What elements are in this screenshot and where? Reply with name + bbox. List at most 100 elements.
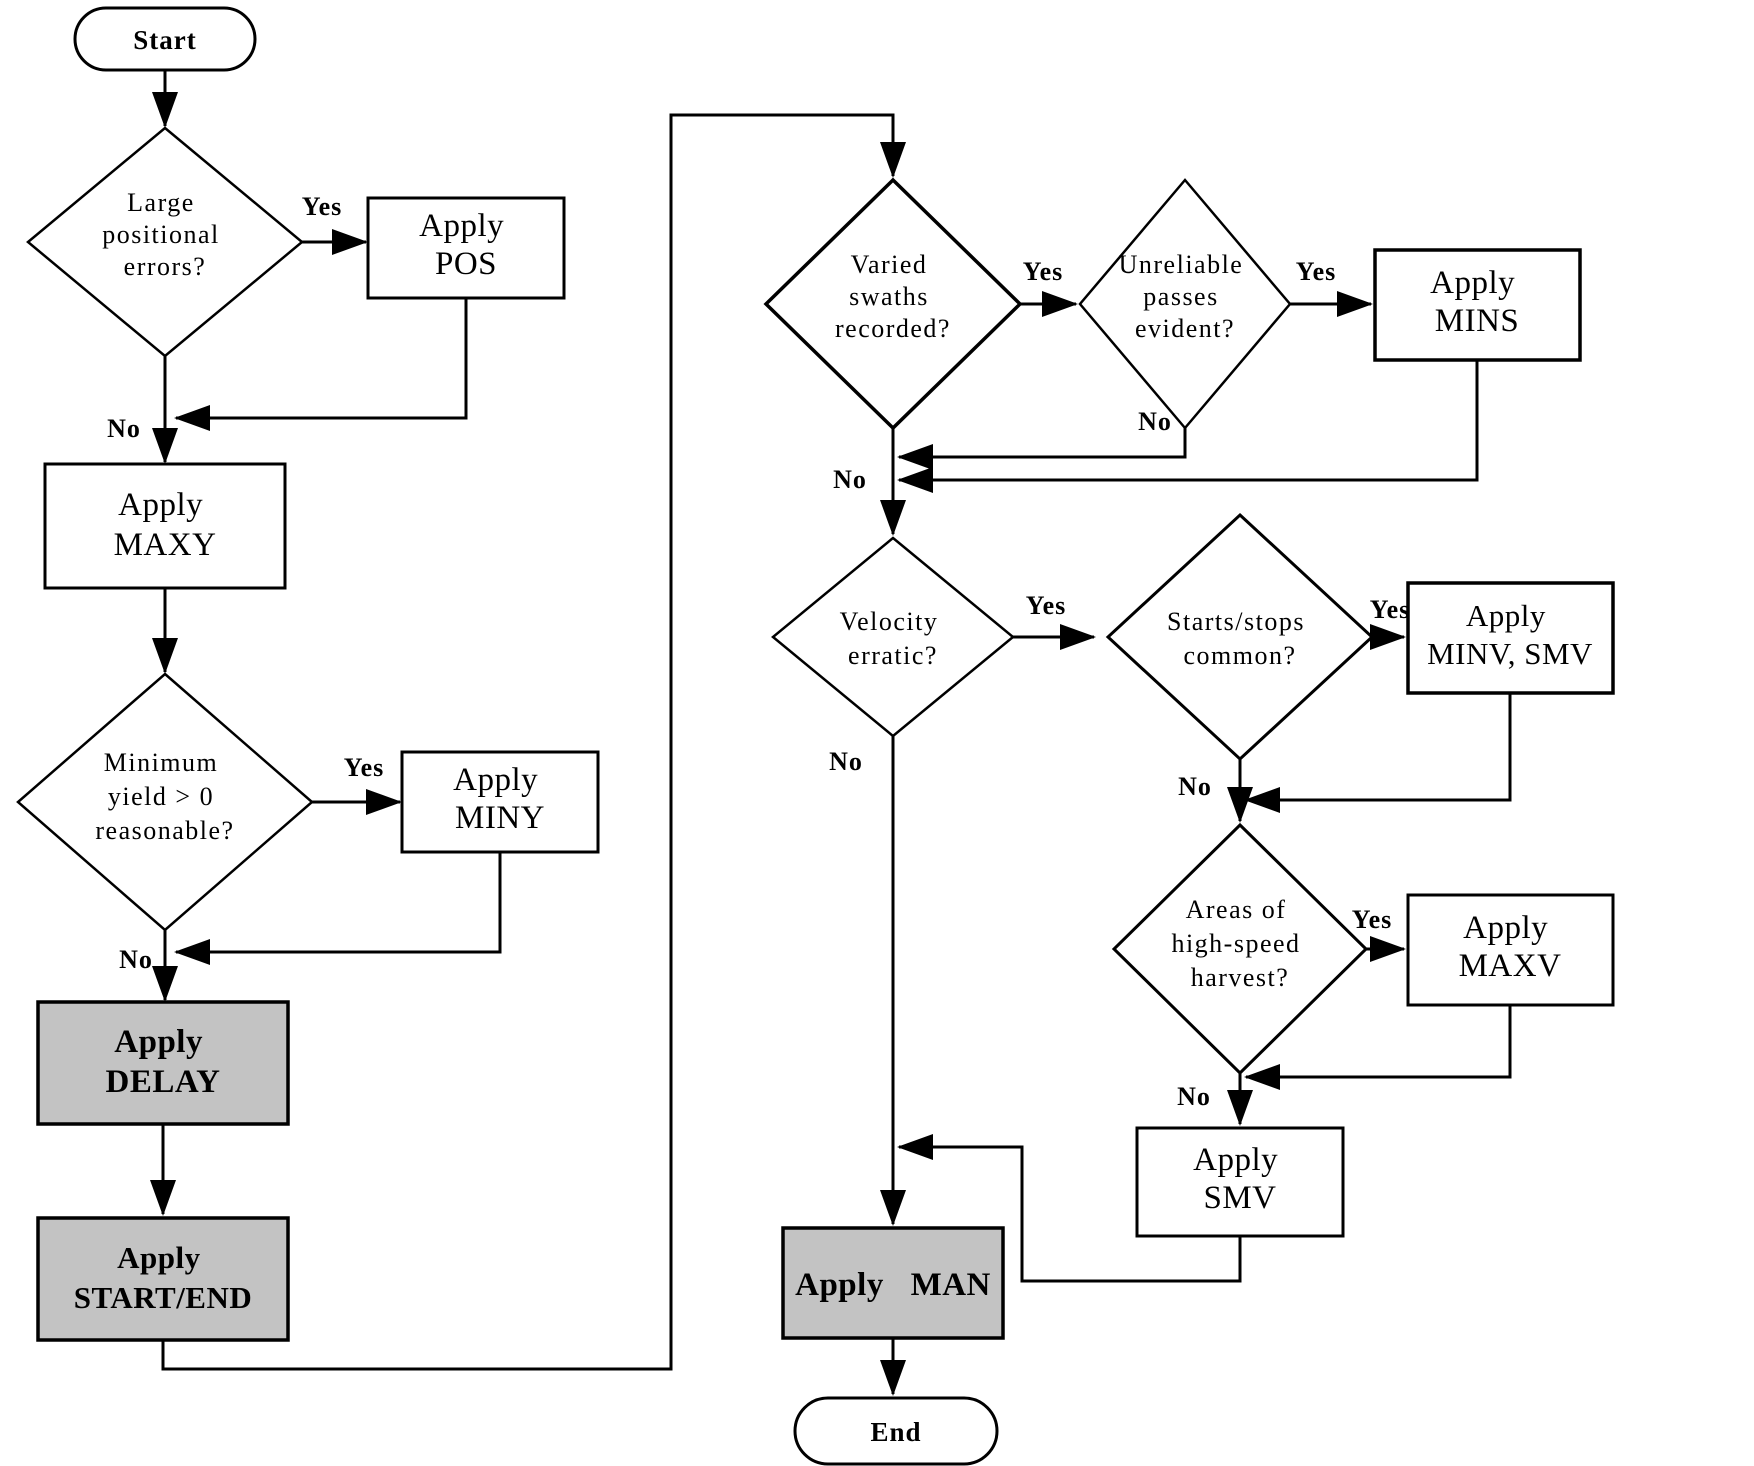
- edge-minvsmv-return: [1244, 693, 1512, 813]
- apply-delay-text: Apply DELAY: [106, 1024, 221, 1100]
- end-label: End: [870, 1417, 921, 1447]
- positional-errors-diamond: [26, 126, 304, 358]
- apply-maxy-line2: MAXY: [114, 527, 217, 563]
- node-apply-maxv: Apply MAXV: [1406, 893, 1615, 1007]
- label-velocity-no: No: [829, 747, 863, 776]
- apply-mins-box: [1373, 248, 1582, 362]
- apply-start-end-text: Apply START/END: [74, 1240, 253, 1315]
- unreliable-passes-text: Unreliable passes evident?: [1119, 250, 1252, 343]
- label-varied-yes: Yes: [1023, 257, 1064, 286]
- apply-miny-box: [400, 750, 600, 854]
- node-apply-man: Apply MAN: [781, 1226, 1005, 1340]
- node-start: Start: [73, 6, 257, 72]
- node-apply-start-end: Apply START/END: [36, 1216, 290, 1342]
- unreliable-passes-diamond: [1078, 178, 1292, 430]
- apply-smv-text: Apply SMV: [1193, 1142, 1287, 1216]
- end-terminator-shape: [793, 1396, 999, 1466]
- start-label: Start: [133, 25, 196, 55]
- varied-swaths-text: Varied swaths recorded?: [835, 250, 951, 343]
- apply-maxy-box: [43, 462, 287, 590]
- node-apply-delay: Apply DELAY: [36, 1000, 290, 1126]
- label-minyield-yes: Yes: [344, 753, 385, 782]
- edges: [150, 70, 1512, 1396]
- apply-maxv-line1: Apply: [1463, 910, 1548, 946]
- apply-pos-text: Apply POS: [419, 208, 513, 282]
- node-apply-mins: Apply MINS: [1373, 248, 1582, 362]
- node-decision-varied-swaths: Varied swaths recorded?: [763, 177, 1023, 431]
- apply-minv-smv-text: Apply MINV, SMV: [1427, 598, 1593, 671]
- node-decision-starts-stops: Starts/stops common?: [1105, 512, 1375, 762]
- apply-smv-box: [1135, 1126, 1345, 1238]
- min-yield-text: Minimum yield > 0 reasonable?: [95, 748, 234, 845]
- node-decision-min-yield: Minimum yield > 0 reasonable?: [16, 672, 314, 932]
- apply-maxv-text: Apply MAXV: [1459, 910, 1562, 984]
- min-yield-line2: yield > 0: [108, 782, 214, 811]
- node-apply-smv: Apply SMV: [1135, 1126, 1345, 1238]
- apply-man-box: [781, 1226, 1005, 1340]
- label-minyield-no: No: [119, 945, 153, 974]
- node-decision-unreliable-passes: Unreliable passes evident?: [1078, 178, 1292, 430]
- apply-delay-box: [36, 1000, 290, 1126]
- unreliable-passes-line3: evident?: [1135, 314, 1235, 343]
- node-decision-velocity-erratic: Velocity erratic?: [771, 536, 1015, 738]
- apply-man-text: Apply MAN: [795, 1267, 991, 1303]
- velocity-erratic-line2: erratic?: [848, 641, 938, 670]
- unreliable-passes-line2: passes: [1143, 282, 1218, 311]
- apply-mins-line2: MINS: [1435, 303, 1520, 339]
- node-decision-high-speed: Areas of high-speed harvest?: [1111, 822, 1369, 1076]
- velocity-erratic-line1: Velocity: [840, 607, 939, 636]
- apply-pos-line2: POS: [435, 246, 497, 282]
- apply-pos-box: [366, 196, 566, 300]
- start-terminator-shape: [73, 6, 257, 72]
- positional-errors-line1: Large: [127, 188, 195, 217]
- apply-miny-line1: Apply: [453, 762, 538, 798]
- edge-maxv-return: [1244, 1005, 1512, 1090]
- min-yield-diamond: [16, 672, 314, 932]
- min-yield-line3: reasonable?: [95, 816, 234, 845]
- label-highspeed-no: No: [1177, 1082, 1211, 1111]
- apply-start-end-line1: Apply: [117, 1240, 200, 1275]
- edge-startend-to-varied: [161, 113, 906, 1371]
- positional-errors-line2: positional: [102, 220, 220, 249]
- apply-maxv-box: [1406, 893, 1615, 1007]
- label-positional-yes: Yes: [302, 192, 343, 221]
- varied-swaths-line1: Varied: [851, 250, 928, 279]
- apply-delay-line1: Apply: [114, 1024, 203, 1060]
- starts-stops-text: Starts/stops common?: [1167, 607, 1313, 670]
- apply-start-end-line2: START/END: [74, 1280, 253, 1315]
- edge-mins-return: [897, 360, 1479, 493]
- label-highspeed-yes: Yes: [1352, 905, 1393, 934]
- varied-swaths-line2: swaths: [849, 282, 929, 311]
- positional-errors-text: Large positional errors?: [102, 188, 228, 281]
- apply-delay-line2: DELAY: [106, 1064, 221, 1100]
- node-apply-minv-smv: Apply MINV, SMV: [1406, 581, 1615, 695]
- label-startstop-no: No: [1178, 772, 1212, 801]
- varied-swaths-diamond: [763, 177, 1023, 431]
- edge-miny-return: [174, 852, 502, 965]
- apply-maxy-line1: Apply: [118, 487, 203, 523]
- starts-stops-diamond: [1105, 512, 1375, 762]
- velocity-erratic-diamond: [771, 536, 1015, 738]
- edge-unreliable-no-return: [897, 428, 1187, 470]
- label-varied-no: No: [833, 465, 867, 494]
- label-unreliable-yes: Yes: [1296, 257, 1337, 286]
- apply-minv-smv-line1: Apply: [1466, 598, 1546, 633]
- apply-maxv-line2: MAXV: [1459, 948, 1562, 984]
- label-startstop-yes: Yes: [1370, 595, 1411, 624]
- min-yield-line1: Minimum: [104, 748, 219, 777]
- apply-start-end-box: [36, 1216, 290, 1342]
- unreliable-passes-line1: Unreliable: [1119, 250, 1244, 279]
- apply-mins-text: Apply MINS: [1430, 265, 1524, 339]
- label-unreliable-no: No: [1138, 407, 1172, 436]
- high-speed-line3: harvest?: [1191, 963, 1290, 992]
- apply-smv-line2: SMV: [1203, 1180, 1276, 1216]
- high-speed-text: Areas of high-speed harvest?: [1171, 895, 1308, 992]
- apply-minv-smv-box: [1406, 581, 1615, 695]
- varied-swaths-line3: recorded?: [835, 314, 951, 343]
- high-speed-diamond: [1111, 822, 1369, 1076]
- velocity-erratic-text: Velocity erratic?: [840, 607, 947, 670]
- node-decision-positional-errors: Large positional errors?: [26, 126, 304, 358]
- label-velocity-yes: Yes: [1026, 591, 1067, 620]
